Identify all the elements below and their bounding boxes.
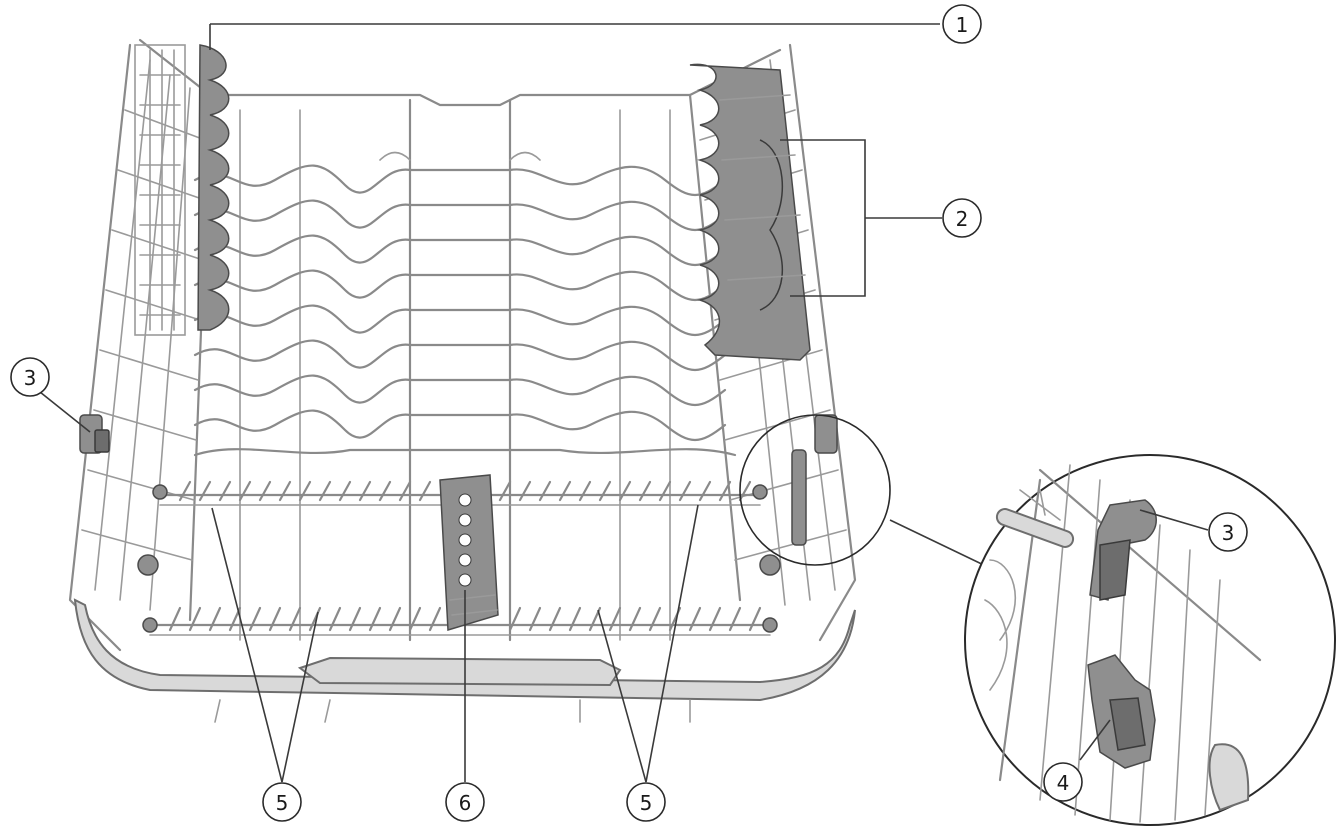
zoom-source-circle — [739, 414, 891, 566]
left-foldable-rack — [134, 44, 230, 336]
callout-3-zoom: 3 — [1208, 512, 1248, 552]
tine — [708, 606, 722, 632]
callout-4-label: 4 — [1057, 771, 1070, 795]
tine — [508, 606, 522, 632]
plate-supports — [193, 151, 737, 457]
zoom-wires — [984, 464, 1262, 823]
tine — [298, 480, 312, 502]
zoom-clip-4 — [1087, 654, 1156, 769]
right-foldable-rack — [689, 63, 811, 361]
tine — [328, 606, 342, 632]
callout-3-left-label: 3 — [24, 366, 37, 390]
callout-3-zoom-label: 3 — [1222, 521, 1235, 545]
tines-top-row — [178, 480, 752, 502]
tine — [678, 480, 692, 502]
leader-lines — [39, 23, 1209, 783]
tine — [568, 606, 582, 632]
callout-2-label: 2 — [956, 207, 969, 231]
tine — [318, 480, 332, 502]
tine — [618, 480, 632, 502]
tine — [608, 606, 622, 632]
callout-3-left: 3 — [10, 357, 50, 397]
small-cutlery-basket — [439, 474, 499, 631]
tine — [248, 606, 262, 632]
tine — [358, 480, 372, 502]
tine — [398, 480, 412, 502]
callout-6-label: 6 — [459, 791, 472, 815]
tine — [738, 480, 752, 502]
tine — [378, 480, 392, 502]
tine — [308, 606, 322, 632]
tine — [168, 606, 182, 632]
tine — [348, 606, 362, 632]
callout-2: 2 — [942, 198, 982, 238]
tine — [538, 480, 552, 502]
tine — [288, 606, 302, 632]
zoom-detail — [739, 414, 1336, 826]
callout-6: 6 — [445, 782, 485, 822]
tine — [418, 480, 432, 502]
tine — [748, 606, 762, 632]
side-clips — [79, 414, 838, 546]
tine — [428, 606, 442, 632]
callout-1-label: 1 — [956, 13, 969, 37]
tine — [638, 480, 652, 502]
tines-bottom-row — [168, 606, 762, 632]
tine — [178, 480, 192, 502]
tine — [388, 606, 402, 632]
callout-5-left-label: 5 — [276, 791, 289, 815]
tine — [278, 480, 292, 502]
callout-4: 4 — [1043, 762, 1083, 802]
callout-1: 1 — [942, 4, 982, 44]
tine — [558, 480, 572, 502]
tine — [578, 480, 592, 502]
tine — [218, 480, 232, 502]
tine — [268, 606, 282, 632]
tine — [648, 606, 662, 632]
tine-rows — [137, 480, 781, 636]
tine — [258, 480, 272, 502]
zoom-clip-3 — [1089, 499, 1157, 601]
zoom-magnified-circle — [964, 454, 1336, 826]
tine — [368, 606, 382, 632]
tine — [548, 606, 562, 632]
callout-5-left: 5 — [262, 782, 302, 822]
tine — [628, 606, 642, 632]
tine — [208, 606, 222, 632]
tine — [338, 480, 352, 502]
tine — [238, 480, 252, 502]
tine — [528, 606, 542, 632]
tine — [688, 606, 702, 632]
callout-5-right: 5 — [626, 782, 666, 822]
tine — [408, 606, 422, 632]
tine — [698, 480, 712, 502]
tine — [518, 480, 532, 502]
tine — [498, 480, 512, 502]
tine — [198, 480, 212, 502]
tine — [188, 606, 202, 632]
tine — [658, 480, 672, 502]
tine — [718, 480, 732, 502]
tine — [598, 480, 612, 502]
callout-5-right-label: 5 — [640, 791, 653, 815]
tine — [728, 606, 742, 632]
